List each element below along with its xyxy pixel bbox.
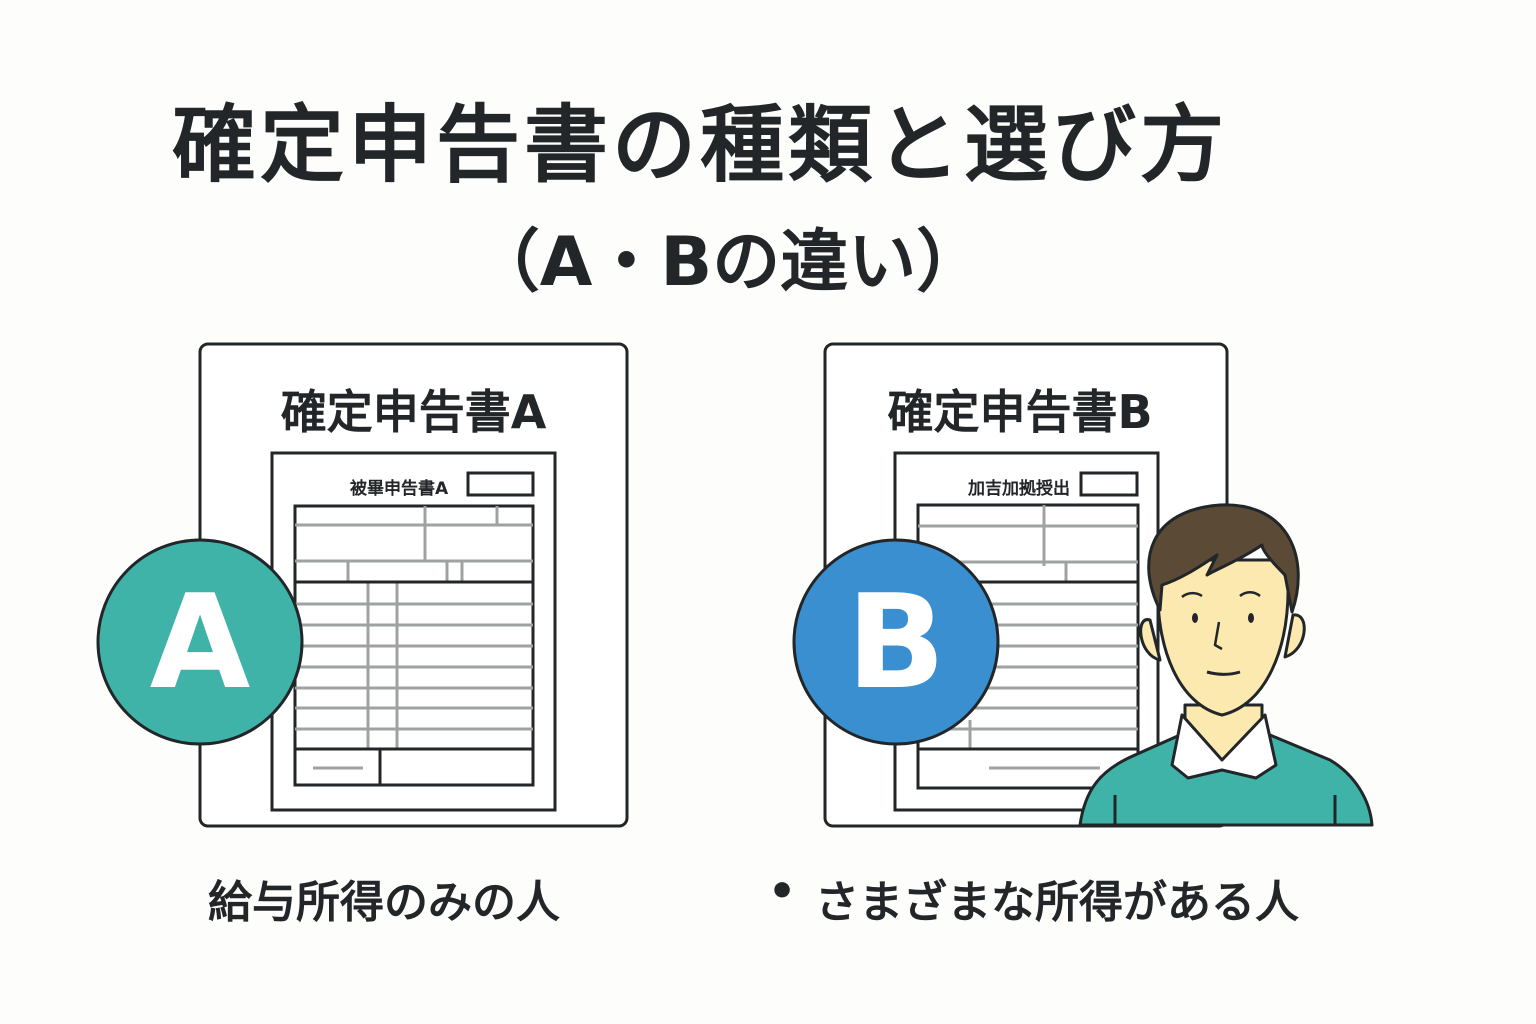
card-a-title: 確定申告書A [280,385,547,439]
ear-left [1139,618,1162,662]
card-b-bullet: • [768,866,797,917]
badge-b-circle [792,538,1000,746]
card-a-description: 給与所得のみの人 [208,877,560,928]
card-b-description: さまざまな所得がある人 [815,877,1299,928]
person-illustration [1078,503,1374,827]
card-b-title: 確定申告書B [887,385,1153,439]
ear-right [1283,613,1306,659]
badge-a-circle [96,538,304,746]
badge-b-letter: B [846,566,946,718]
face [1156,558,1290,717]
form-b-caption: 加吉加拠授出 [968,479,1070,499]
collar [1170,713,1278,780]
form-a-caption: 被畢申告書A [350,479,449,499]
page-subtitle: （A・Bの違い） [471,223,985,302]
page-title: 確定申告書の種類と選び方 [171,96,1228,194]
badge-a-letter: A [149,566,251,718]
hair [1147,503,1300,614]
form-a [270,451,557,812]
